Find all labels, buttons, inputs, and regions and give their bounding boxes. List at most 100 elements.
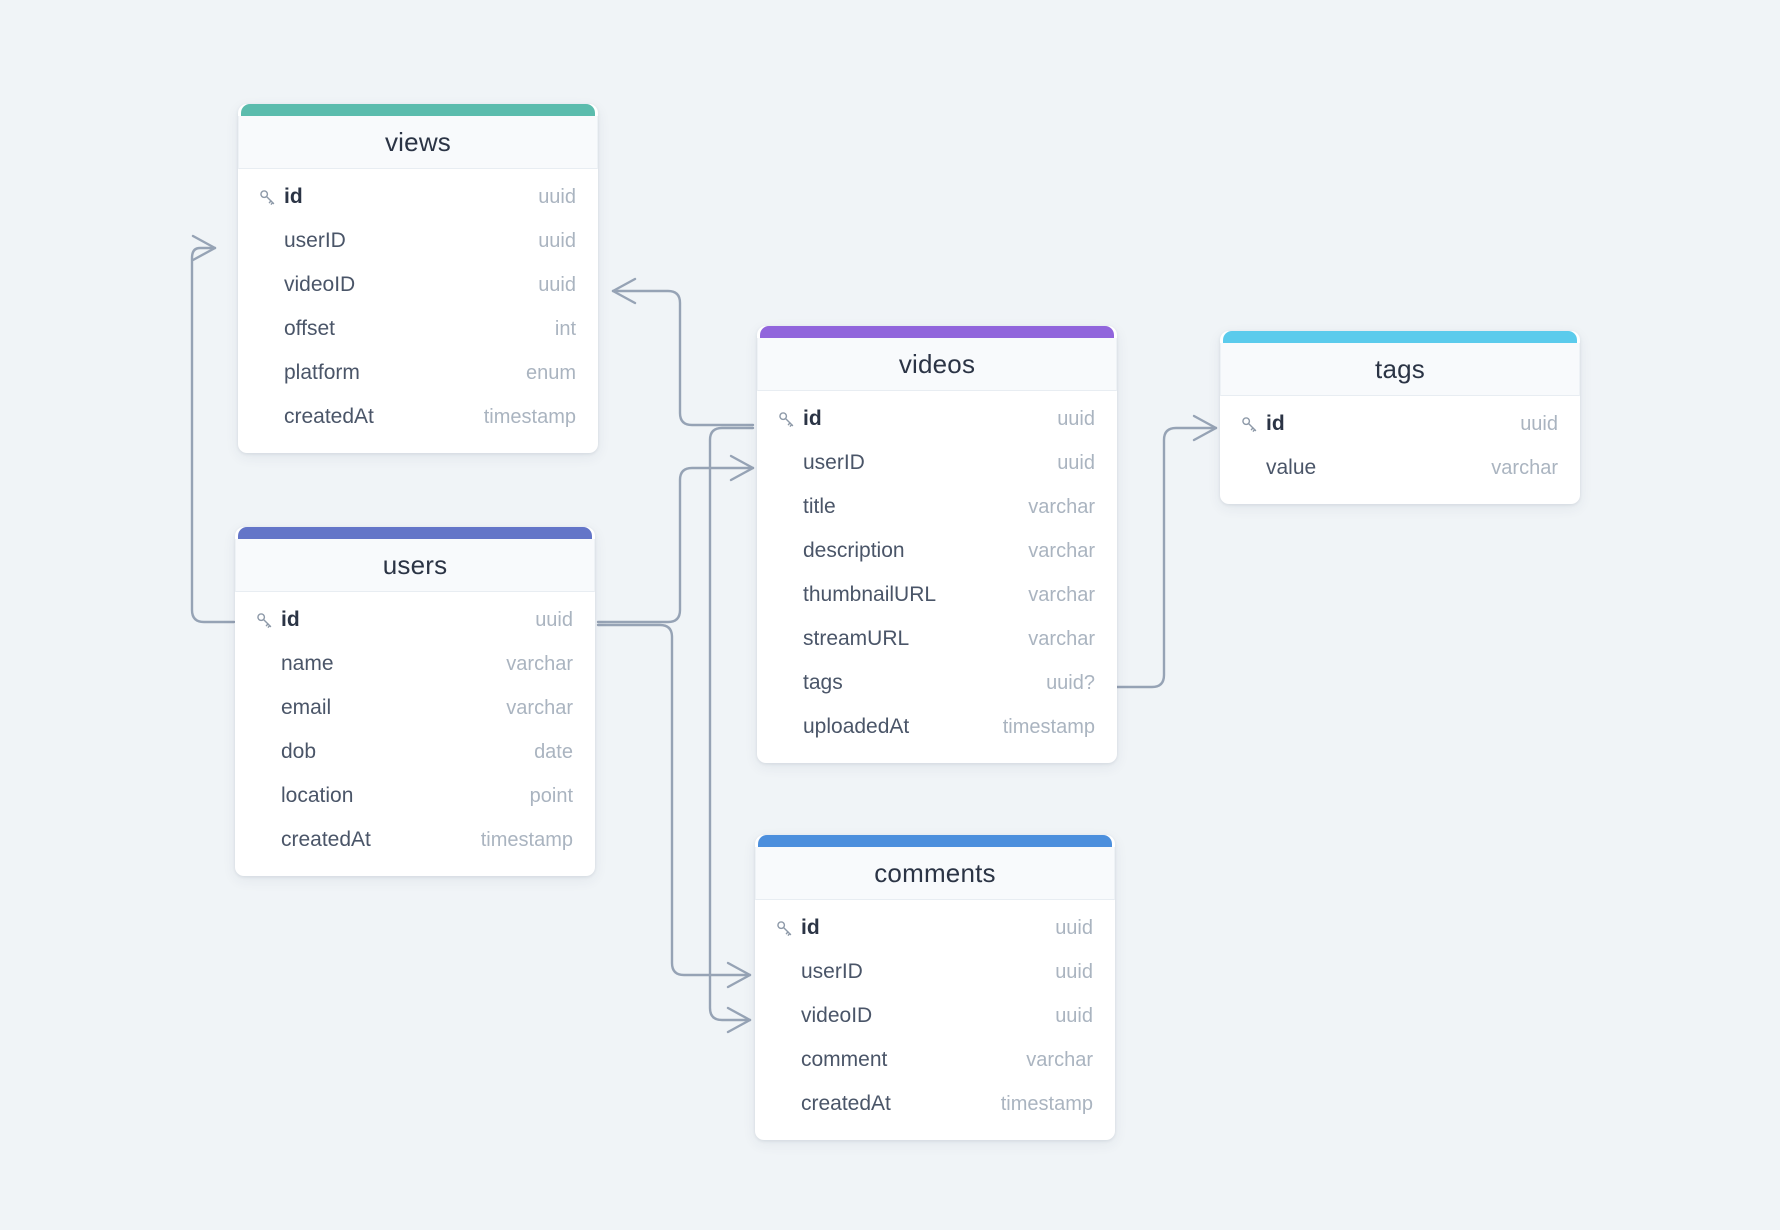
field-name: email (281, 696, 332, 719)
field-name: id (803, 407, 822, 430)
field-name: platform (284, 361, 360, 384)
field-name: dob (281, 740, 317, 763)
field-name: id (284, 185, 303, 208)
field-type: varchar (1491, 456, 1558, 479)
table-accent-bar (758, 835, 1112, 847)
field-row[interactable]: tags uuid? (757, 661, 1117, 705)
crowfoot-views-userid (191, 234, 217, 262)
crowfoot-comments-videoid (726, 1006, 752, 1034)
field-row[interactable]: thumbnailURL varchar (757, 573, 1117, 617)
table-title-band[interactable]: views (238, 116, 598, 169)
field-name: location (281, 784, 354, 807)
crowfoot-views-videoid (611, 277, 637, 305)
edge-users-id-videos-userid (596, 466, 755, 624)
field-row[interactable]: userID uuid (757, 441, 1117, 485)
table-accent-bar (1223, 331, 1577, 343)
table-name: comments (874, 857, 996, 888)
field-name: userID (801, 960, 863, 983)
field-name: id (1266, 412, 1285, 435)
key-icon (777, 410, 803, 429)
field-name: thumbnailURL (803, 583, 937, 606)
field-type: uuid (538, 185, 576, 208)
field-name: userID (803, 451, 865, 474)
field-row[interactable]: platform enum (238, 351, 598, 395)
table-title-band[interactable]: comments (755, 847, 1115, 900)
field-name: uploadedAt (803, 715, 910, 738)
field-name: id (281, 608, 300, 631)
field-row[interactable]: comment varchar (755, 1038, 1115, 1082)
field-type: timestamp (480, 828, 573, 851)
field-row[interactable]: offset int (238, 307, 598, 351)
key-icon (775, 919, 801, 938)
edge-views-userid-users-id (190, 246, 236, 624)
field-name: title (803, 495, 836, 518)
crowfoot-videos-userid (729, 454, 755, 482)
key-icon (255, 611, 281, 630)
field-row[interactable]: name varchar (235, 642, 595, 686)
field-type: timestamp (483, 405, 576, 428)
field-name: comment (801, 1048, 888, 1071)
table-accent-bar (241, 104, 595, 116)
field-row[interactable]: id uuid (235, 598, 595, 642)
table-title-band[interactable]: tags (1220, 343, 1580, 396)
field-type: uuid (1055, 1004, 1093, 1027)
field-type: enum (525, 361, 576, 384)
field-type: varchar (506, 652, 573, 675)
table-title-band[interactable]: users (235, 539, 595, 592)
field-row[interactable]: id uuid (238, 175, 598, 219)
table-name: videos (898, 348, 976, 379)
field-type: date (534, 740, 573, 763)
field-name: streamURL (803, 627, 910, 650)
field-type: uuid? (1046, 671, 1095, 694)
field-name: createdAt (284, 405, 374, 428)
field-name: tags (803, 671, 843, 694)
field-type: varchar (1028, 583, 1095, 606)
key-icon (258, 188, 284, 207)
field-row[interactable]: id uuid (1220, 402, 1580, 446)
field-name: offset (284, 317, 335, 340)
field-type: uuid (1057, 451, 1095, 474)
table-name: users (382, 549, 448, 580)
table-accent-bar (760, 326, 1114, 338)
field-type: int (554, 317, 576, 340)
field-row[interactable]: dob date (235, 730, 595, 774)
table-name: views (384, 126, 451, 157)
table-title-band[interactable]: videos (757, 338, 1117, 391)
field-type: uuid (535, 608, 573, 631)
field-type: uuid (1055, 916, 1093, 939)
field-row[interactable]: createdAt timestamp (238, 395, 598, 439)
field-type: uuid (1520, 412, 1558, 435)
field-type: varchar (1026, 1048, 1093, 1071)
edge-videos-id-comments-videoid (708, 426, 755, 1022)
field-name: videoID (284, 273, 356, 296)
field-name: name (281, 652, 334, 675)
field-name: description (803, 539, 905, 562)
table-accent-bar (238, 527, 592, 539)
crowfoot-comments-userid (726, 961, 752, 989)
